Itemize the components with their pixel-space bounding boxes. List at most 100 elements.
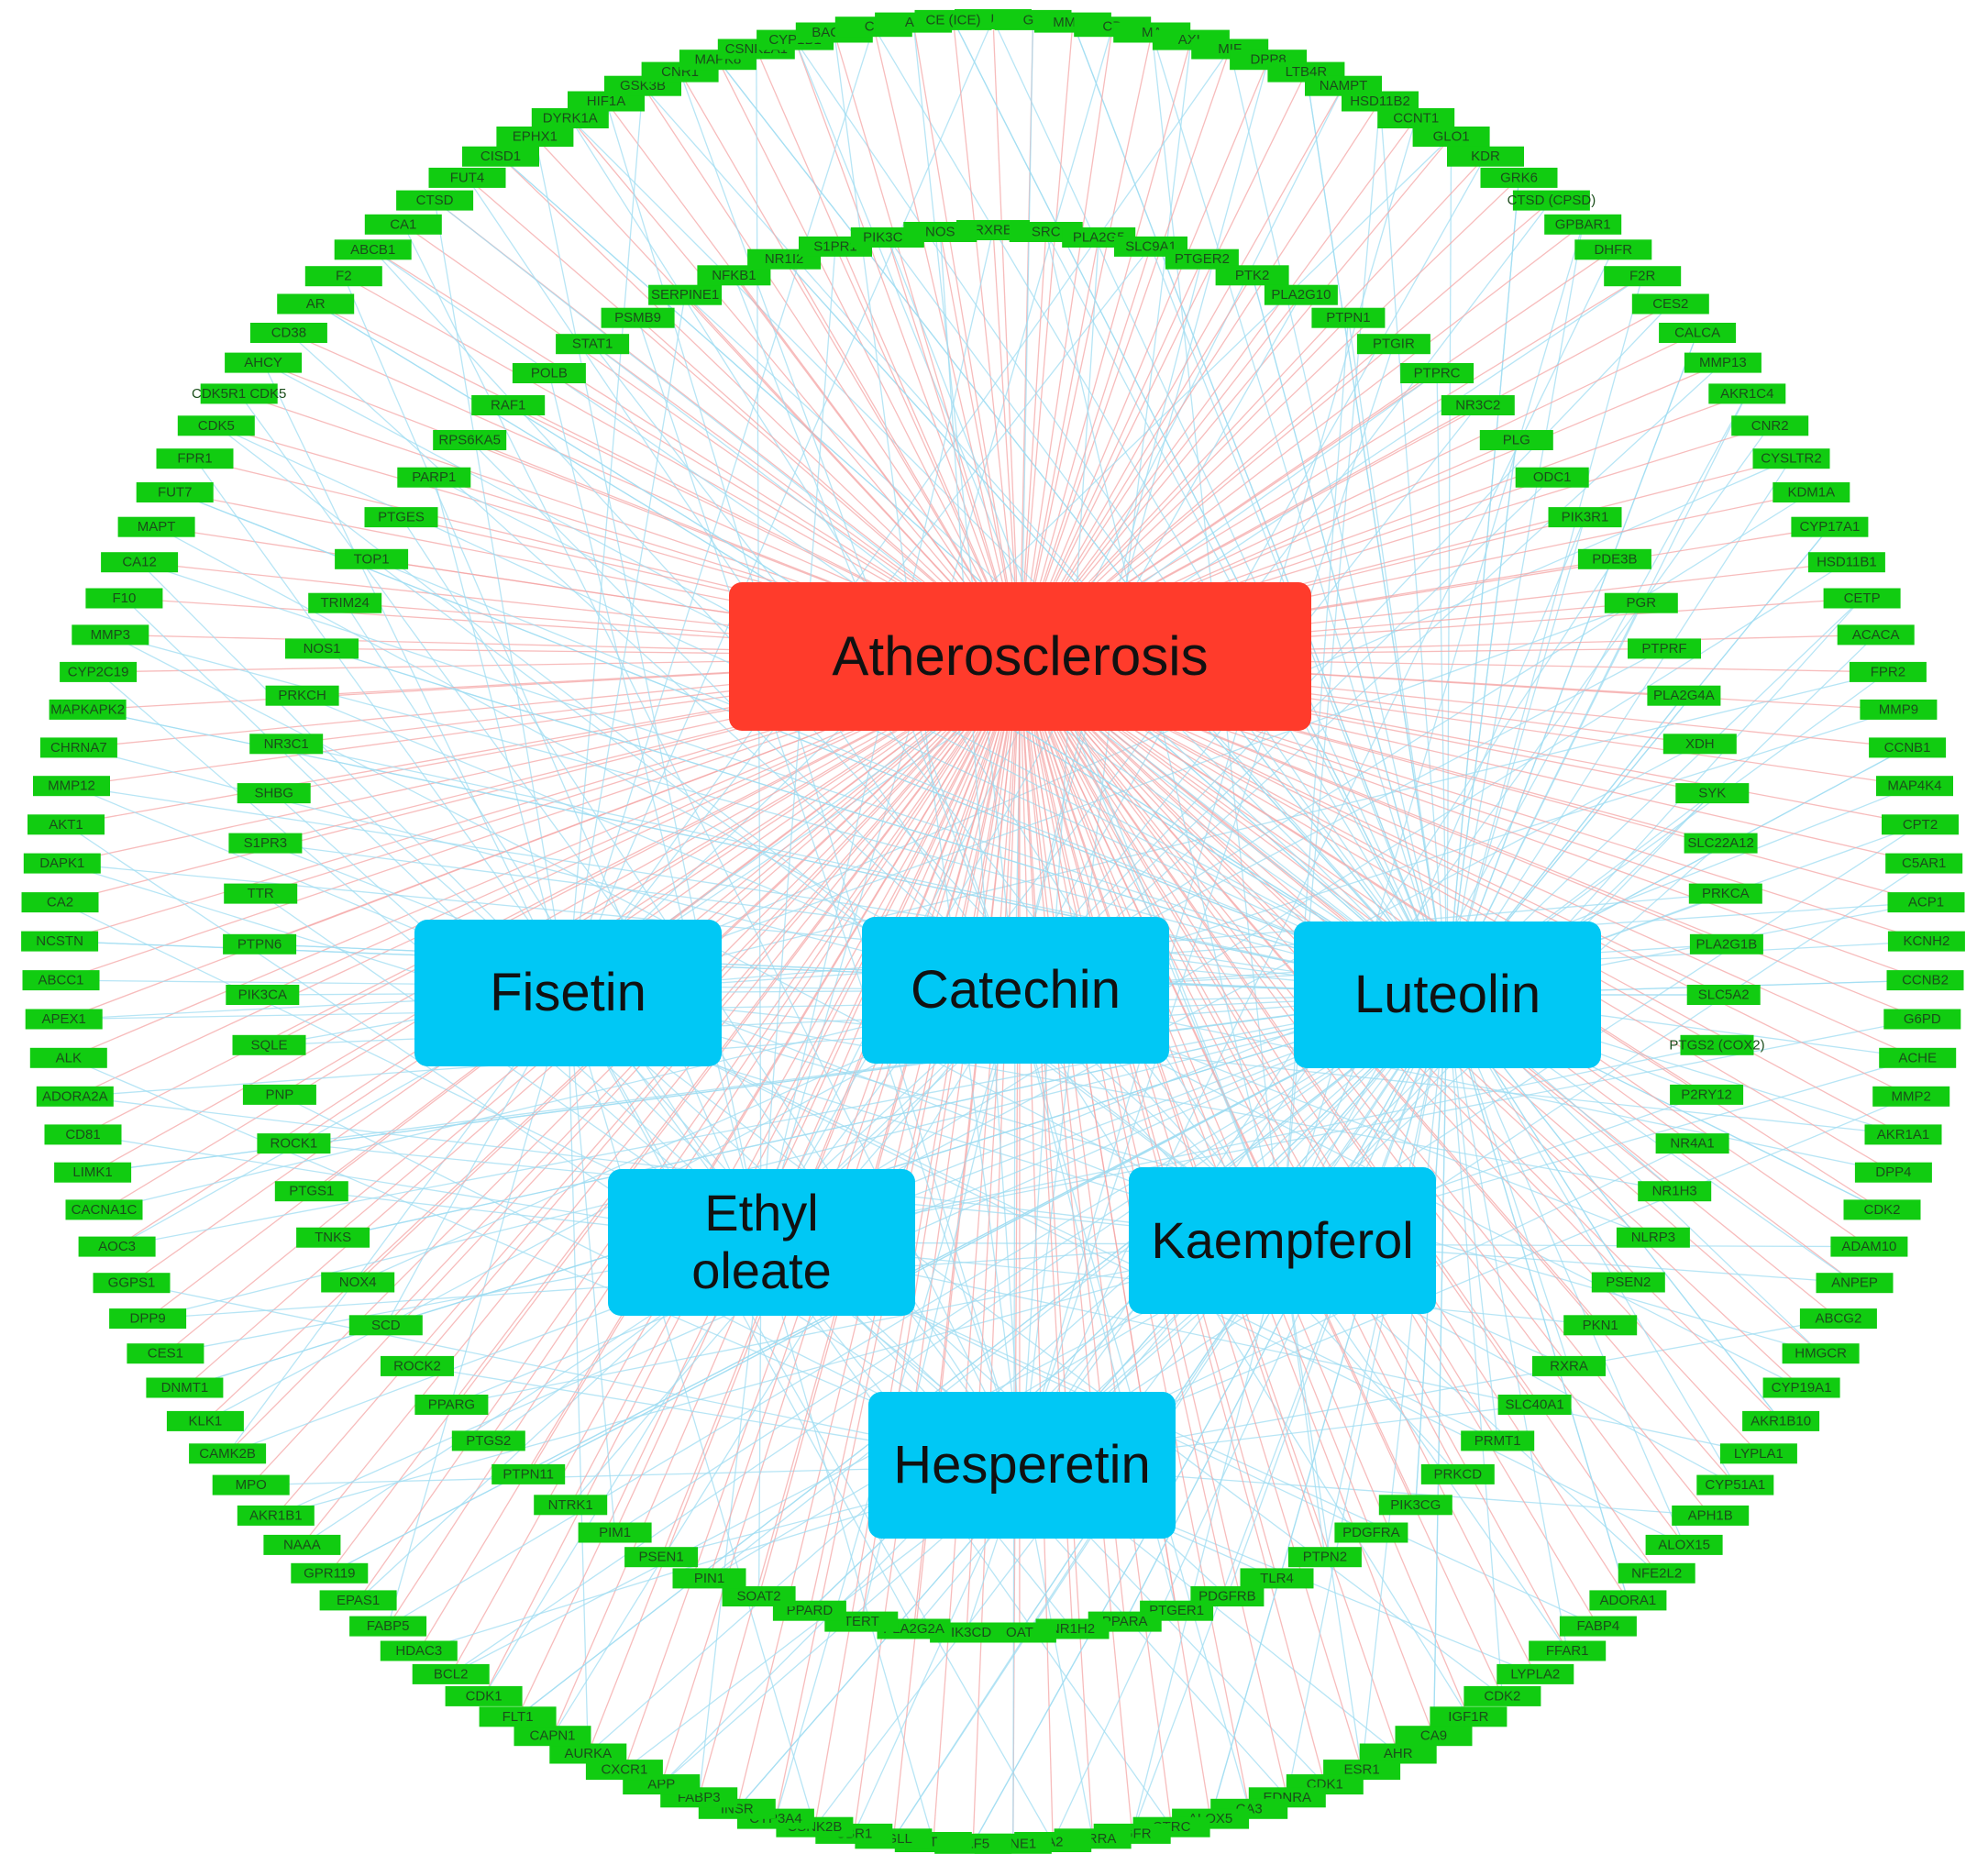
inner-target-ptger1[interactable]: PTGER1: [1140, 1600, 1214, 1621]
outer-target-grk6[interactable]: GRK6: [1480, 167, 1558, 188]
outer-target-akr1b1[interactable]: AKR1B1: [237, 1505, 315, 1526]
outer-target-alk[interactable]: ALK: [29, 1047, 107, 1068]
outer-target-ccnt1[interactable]: CCNT1: [1377, 108, 1455, 128]
inner-target-pdgfra[interactable]: PDGFRA: [1334, 1522, 1408, 1543]
inner-target-scd[interactable]: SCD: [348, 1315, 423, 1336]
outer-target-anpep[interactable]: ANPEP: [1816, 1273, 1894, 1294]
inner-target-pgr[interactable]: PGR: [1604, 592, 1678, 613]
outer-target-dyrk1a[interactable]: DYRK1A: [531, 108, 609, 128]
outer-target-nampt[interactable]: NAMPT: [1305, 75, 1382, 96]
outer-target-akr1c4[interactable]: AKR1C4: [1708, 383, 1786, 404]
inner-target-p2ry12[interactable]: P2RY12: [1670, 1084, 1744, 1105]
inner-target-pde3b[interactable]: PDE3B: [1577, 548, 1651, 569]
outer-target-cdk1[interactable]: CDK1: [445, 1685, 523, 1706]
inner-target-parp1[interactable]: PARP1: [397, 467, 471, 488]
inner-target-ntrk1[interactable]: NTRK1: [534, 1495, 608, 1516]
outer-target-fut7[interactable]: FUT7: [136, 482, 214, 502]
outer-target-hmgcr[interactable]: HMGCR: [1782, 1343, 1860, 1364]
inner-target-nfkb1[interactable]: NFKB1: [697, 265, 771, 286]
outer-target-ncstn[interactable]: NCSTN: [21, 931, 99, 952]
inner-target-nos1[interactable]: NOS1: [285, 638, 359, 659]
outer-target-fut4[interactable]: FUT4: [428, 167, 506, 188]
inner-target-tnks[interactable]: TNKS: [296, 1227, 370, 1248]
outer-target-f10[interactable]: F10: [85, 588, 163, 609]
outer-target-dapk1[interactable]: DAPK1: [23, 853, 101, 874]
inner-target-pnp[interactable]: PNP: [242, 1084, 316, 1105]
inner-target-nr1h3[interactable]: NR1H3: [1638, 1181, 1712, 1202]
outer-target-hsd11b1[interactable]: HSD11B1: [1807, 552, 1885, 573]
compound-node-ethyl-oleate[interactable]: Ethyl oleate: [608, 1169, 915, 1316]
compound-node-fisetin[interactable]: Fisetin: [414, 920, 722, 1066]
inner-target-ttr[interactable]: TTR: [224, 883, 298, 904]
outer-target-ahr[interactable]: AHR: [1359, 1743, 1437, 1764]
inner-target-nox4[interactable]: NOX4: [321, 1272, 395, 1293]
outer-target-mpo[interactable]: MPO: [212, 1474, 290, 1495]
inner-target-odc1[interactable]: ODC1: [1515, 467, 1589, 488]
outer-target-adora1[interactable]: ADORA1: [1589, 1590, 1667, 1611]
outer-target-cysltr2[interactable]: CYSLTR2: [1752, 448, 1830, 469]
outer-target-hsd11b2[interactable]: HSD11B2: [1342, 91, 1419, 112]
inner-target-pparg[interactable]: PPARG: [414, 1395, 489, 1415]
outer-target-klk1[interactable]: KLK1: [166, 1410, 244, 1431]
outer-target-lypla2[interactable]: LYPLA2: [1497, 1663, 1574, 1684]
outer-target-cyp19a1[interactable]: CYP19A1: [1762, 1377, 1840, 1398]
inner-target-prkca[interactable]: PRKCA: [1688, 883, 1762, 904]
outer-target-abcc1[interactable]: ABCC1: [22, 970, 100, 991]
outer-target-akr1a1[interactable]: AKR1A1: [1864, 1124, 1942, 1145]
inner-target-nr4a1[interactable]: NR4A1: [1655, 1133, 1729, 1154]
inner-target-serpine1[interactable]: SERPINE1: [648, 284, 723, 305]
outer-target-acaca[interactable]: ACACA: [1837, 624, 1915, 646]
outer-target-cd81[interactable]: CD81: [44, 1124, 122, 1145]
inner-target-ptgs1[interactable]: PTGS1: [274, 1181, 348, 1202]
inner-target-syk[interactable]: SYK: [1675, 783, 1750, 804]
outer-target-cdk5[interactable]: CDK5: [177, 415, 255, 436]
outer-target-aoc3[interactable]: AOC3: [78, 1236, 156, 1257]
inner-target-ptpn11[interactable]: PTPN11: [491, 1463, 566, 1484]
outer-target-cpt2[interactable]: CPT2: [1882, 814, 1959, 835]
outer-target-adam10[interactable]: ADAM10: [1830, 1236, 1908, 1257]
inner-target-nr3c2[interactable]: NR3C2: [1441, 395, 1515, 415]
compound-node-catechin[interactable]: Catechin: [862, 917, 1169, 1064]
inner-target-slc22a12[interactable]: SLC22A12: [1684, 833, 1758, 854]
inner-target-pla2g10[interactable]: PLA2G10: [1264, 284, 1338, 305]
inner-target-ptger2[interactable]: PTGER2: [1165, 248, 1239, 270]
inner-target-pin1[interactable]: PIN1: [672, 1568, 746, 1589]
inner-target-ptgs2-cox2[interactable]: PTGS2 (COX2): [1669, 1034, 1765, 1055]
outer-target-akr1b10[interactable]: AKR1B10: [1742, 1410, 1820, 1431]
inner-target-pim1[interactable]: PIM1: [578, 1522, 652, 1543]
inner-target-pla2g4a[interactable]: PLA2G4A: [1647, 685, 1721, 706]
inner-target-ptprf[interactable]: PTPRF: [1628, 638, 1701, 659]
outer-target-cacna1c[interactable]: CACNA1C: [65, 1199, 143, 1220]
compound-node-hesperetin[interactable]: Hesperetin: [868, 1392, 1176, 1539]
outer-target-hif1a[interactable]: HIF1A: [568, 91, 645, 112]
outer-target-gpr119[interactable]: GPR119: [291, 1562, 369, 1584]
outer-target-epas1[interactable]: EPAS1: [319, 1590, 397, 1611]
outer-target-aurka[interactable]: AURKA: [549, 1743, 627, 1764]
inner-target-pik3cg[interactable]: PIK3CG: [1378, 1495, 1452, 1516]
inner-target-s1pr3[interactable]: S1PR3: [228, 833, 303, 854]
outer-target-limk1[interactable]: LIMK1: [54, 1162, 132, 1183]
outer-target-fpr1[interactable]: FPR1: [156, 448, 234, 469]
outer-target-ca1[interactable]: CA1: [364, 214, 442, 235]
outer-target-ccnb1[interactable]: CCNB1: [1869, 737, 1947, 758]
outer-target-cyp17a1[interactable]: CYP17A1: [1791, 516, 1869, 537]
outer-target-mmp12[interactable]: MMP12: [33, 776, 110, 797]
inner-target-polb[interactable]: POLB: [512, 363, 586, 383]
outer-target-mmp9[interactable]: MMP9: [1860, 699, 1938, 720]
outer-target-cxcr1[interactable]: CXCR1: [585, 1760, 663, 1781]
inner-target-sqle[interactable]: SQLE: [232, 1034, 306, 1055]
outer-target-cd38[interactable]: CD38: [249, 323, 327, 343]
outer-target-abcg2[interactable]: ABCG2: [1799, 1308, 1877, 1330]
outer-target-aph1b[interactable]: APH1B: [1672, 1505, 1750, 1526]
outer-target-cyp51a1[interactable]: CYP51A1: [1696, 1474, 1774, 1495]
outer-target-ctsd[interactable]: CTSD: [396, 190, 474, 211]
outer-target-alox15[interactable]: ALOX15: [1645, 1534, 1723, 1555]
outer-target-ffar1[interactable]: FFAR1: [1529, 1640, 1607, 1661]
inner-target-slc40a1[interactable]: SLC40A1: [1497, 1395, 1572, 1415]
outer-target-mmp2[interactable]: MMP2: [1872, 1086, 1950, 1107]
outer-target-dpp9[interactable]: DPP9: [109, 1308, 187, 1330]
inner-target-psen2[interactable]: PSEN2: [1591, 1272, 1665, 1293]
outer-target-ccnb2[interactable]: CCNB2: [1886, 970, 1964, 991]
outer-target-cnr2[interactable]: CNR2: [1731, 415, 1809, 436]
outer-target-ctsd-cpsd[interactable]: CTSD (CPSD): [1508, 190, 1596, 211]
